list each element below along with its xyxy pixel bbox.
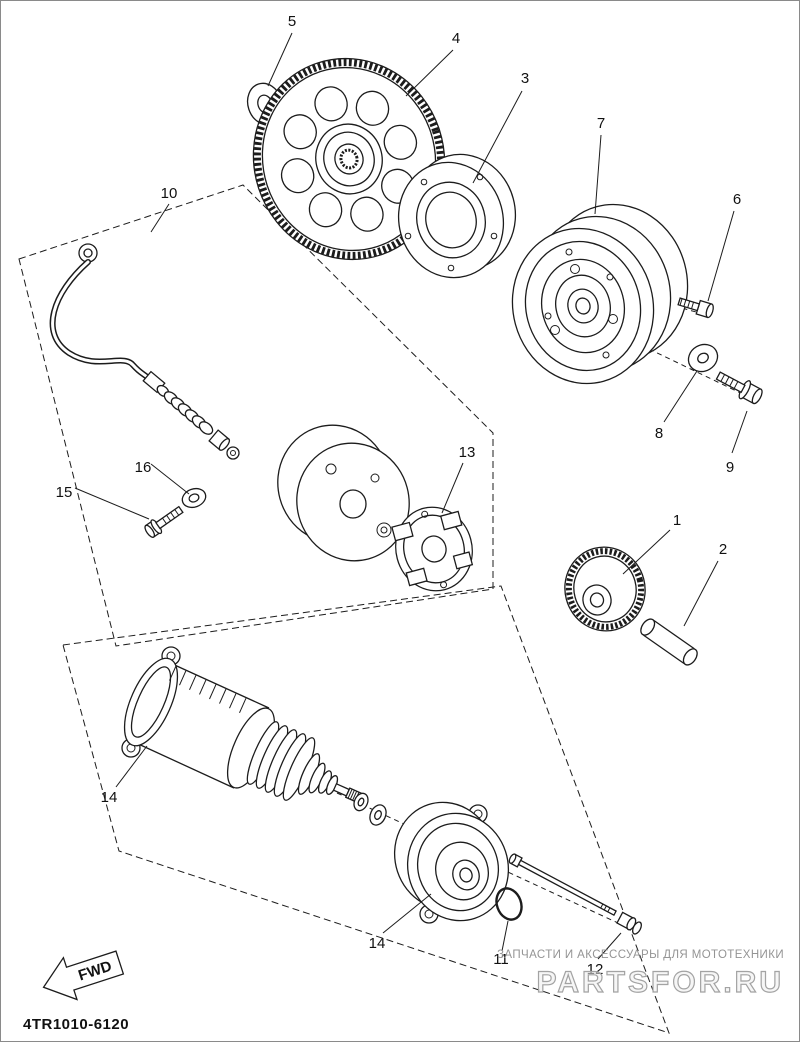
part-label-8: 8	[655, 425, 663, 442]
part-label-2: 2	[719, 541, 727, 558]
part-label-13: 13	[459, 444, 476, 461]
dashed-box-motor-assembly	[62, 585, 670, 1034]
dashed-box-cable-assembly	[18, 184, 494, 647]
part-label-16: 16	[135, 459, 152, 476]
fwd-arrow-icon: FWD	[42, 950, 125, 1001]
part-label-11: 11	[493, 951, 509, 968]
part-label-12: 12	[587, 961, 604, 978]
part-3-bearing-retainer	[397, 153, 517, 279]
part-label-1: 1	[673, 512, 681, 529]
part-1-drive-gear	[564, 546, 646, 632]
part-label-7: 7	[597, 115, 605, 132]
part-13-brush-holder	[391, 506, 474, 592]
part-14-motor-yoke	[121, 646, 276, 789]
part-label-15: 15	[56, 484, 73, 501]
part-label-14a: 14	[101, 789, 118, 806]
watermark-site-logo: PARTSFOR.RU	[537, 966, 784, 999]
watermark-tagline: ЗАПЧАСТИ И АКСЕССУАРЫ ДЛЯ МОТОТЕХНИКИ	[497, 949, 784, 961]
part-4-clutch-gear	[252, 57, 446, 261]
part-12-through-bolt	[508, 853, 642, 935]
motor-front-cover	[277, 424, 410, 562]
part-6-bolt	[677, 297, 714, 319]
part-8-washer	[687, 343, 719, 373]
diagram-code: 4TR1010-6120	[23, 1016, 129, 1033]
part-15-bolt	[144, 505, 184, 538]
part-2-pin	[640, 618, 698, 666]
part-11-o-ring	[495, 887, 523, 921]
part-7-starter-clutch	[511, 203, 689, 385]
part-label-3: 3	[521, 70, 529, 87]
part-label-6: 6	[733, 191, 741, 208]
part-label-14b: 14	[369, 935, 386, 952]
part-10-starter-cable	[49, 243, 240, 460]
part-label-10: 10	[161, 185, 178, 202]
part-labels: 5 4 3 7 6 10 8 9 16 15 13 1 2 14 14 11 1…	[56, 13, 742, 978]
part-14-end-cover	[393, 801, 510, 924]
part-label-9: 9	[726, 459, 734, 476]
armature-shaft	[246, 721, 387, 826]
watermark: ЗАПЧАСТИ И АКСЕССУАРЫ ДЛЯ МОТОТЕХНИКИ PA…	[497, 949, 784, 1000]
part-16-washer	[181, 487, 207, 509]
part-label-4: 4	[452, 30, 460, 47]
part-label-5: 5	[288, 13, 296, 30]
leader-lines	[74, 32, 748, 960]
part-9-flange-bolt	[715, 371, 763, 405]
